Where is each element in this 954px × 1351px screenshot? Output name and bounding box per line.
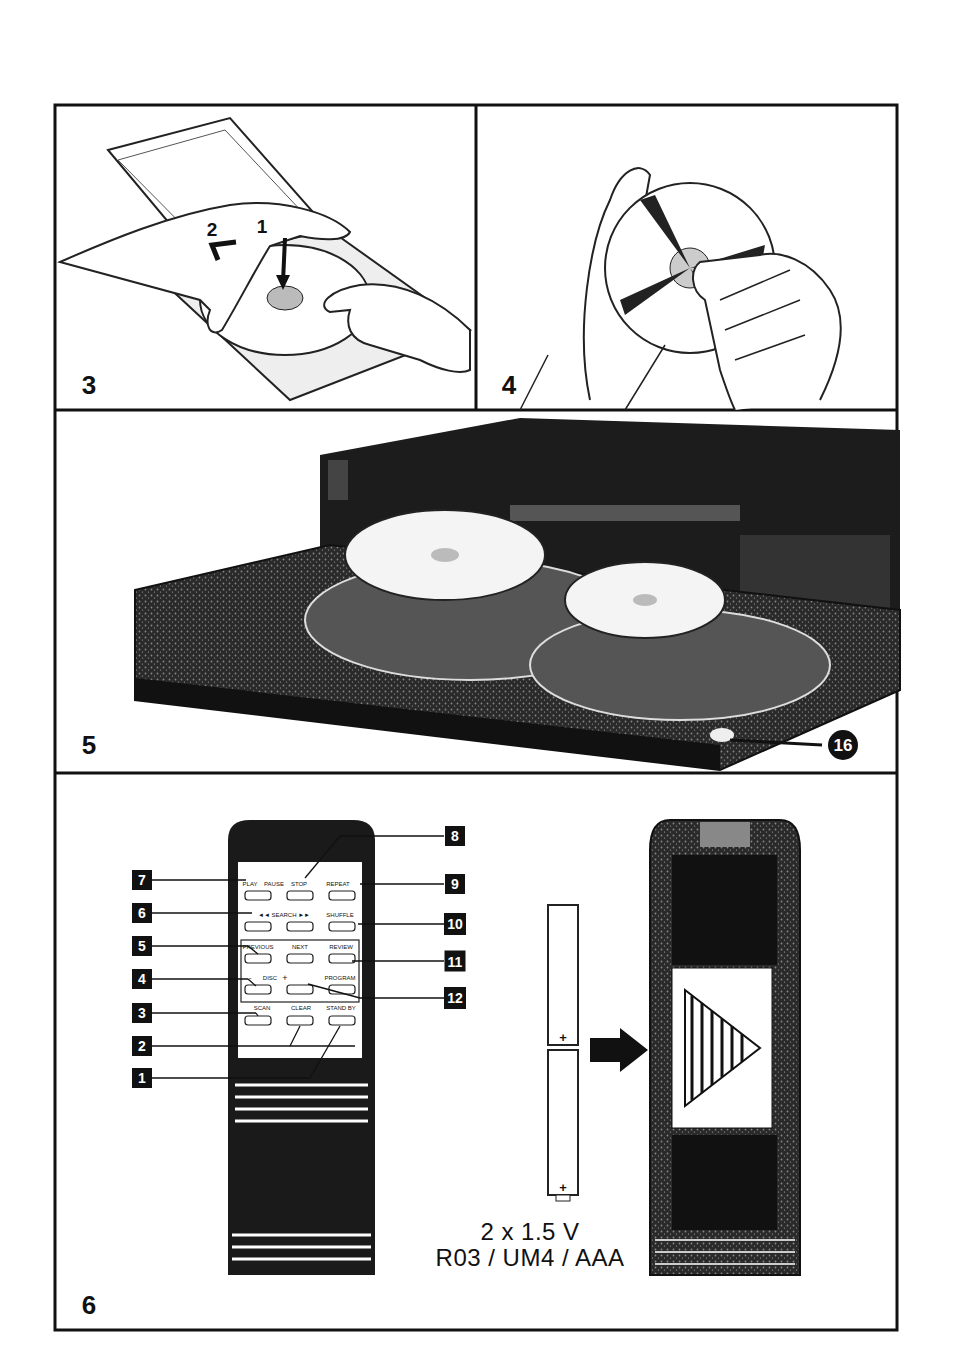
callout-number: 11 (445, 951, 466, 972)
callout-text: 6 (138, 906, 146, 920)
button-label: CLEAR (291, 1005, 311, 1011)
callout-number: 12 (444, 987, 466, 1009)
button-label: - (249, 974, 252, 982)
button-label: STOP (291, 881, 307, 887)
polarity-sign: + (559, 1181, 567, 1194)
callout-number: 9 (445, 874, 465, 894)
callout-number: 10 (444, 913, 466, 935)
callout-text: 8 (451, 829, 459, 843)
callout-text: 9 (451, 877, 459, 891)
arrow-number: 2 (205, 220, 220, 239)
panel-number: 6 (82, 1292, 96, 1318)
callout-number: 5 (132, 936, 152, 956)
button-label: STAND BY (326, 1005, 356, 1011)
callout-number: 6 (132, 903, 152, 923)
button-label: PREVIOUS (242, 944, 273, 950)
panel-number: 4 (502, 372, 516, 398)
callout-number: 8 (445, 826, 465, 846)
callout-text: 1 (138, 1071, 146, 1085)
callout-text: 4 (138, 972, 146, 986)
callout-text: 12 (447, 991, 463, 1005)
button-label: REPEAT (326, 881, 350, 887)
button-label: PLAY (243, 881, 258, 887)
battery-spec: 2 x 1.5 V (480, 1220, 579, 1244)
callout-number: 1 (132, 1068, 152, 1088)
panel-number: 3 (82, 372, 96, 398)
callout-text: 5 (138, 939, 146, 953)
callout-number: 4 (132, 969, 152, 989)
callout-text: 10 (447, 917, 463, 931)
callout-text: 16 (834, 737, 853, 754)
callout-text: 11 (448, 954, 463, 968)
battery-spec: R03 / UM4 / AAA (436, 1246, 625, 1270)
button-label: SCAN (254, 1005, 271, 1011)
button-label: PAUSE (264, 881, 284, 887)
button-label: REVIEW (329, 944, 353, 950)
button-label: ◄◄ SEARCH ►► (258, 912, 310, 918)
button-label: NEXT (292, 944, 308, 950)
callout-text: 7 (138, 873, 146, 887)
callout-text: 3 (138, 1006, 146, 1020)
callout-number: 16 (828, 730, 858, 760)
panel-number: 5 (82, 732, 96, 758)
polarity-sign: + (559, 1031, 567, 1044)
callout-number: 7 (132, 870, 152, 890)
callout-number: 3 (132, 1003, 152, 1023)
button-label: PROGRAM (324, 975, 355, 981)
callout-text: 2 (138, 1039, 146, 1053)
arrow-number: 1 (255, 217, 270, 236)
button-label: DISC (263, 975, 277, 981)
button-label: SHUFFLE (326, 912, 353, 918)
callout-number: 2 (132, 1036, 152, 1056)
button-label: + (282, 974, 287, 983)
